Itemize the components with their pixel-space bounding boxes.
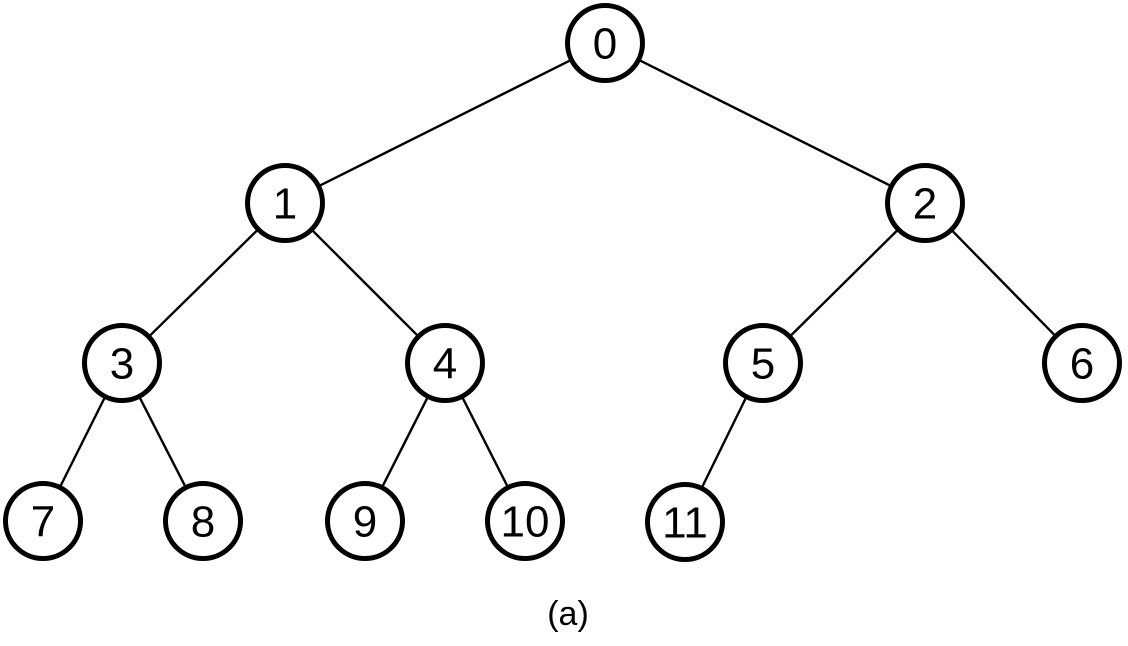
tree-node-10[interactable]: 10 <box>485 481 565 561</box>
tree-edge-2-6 <box>951 229 1056 337</box>
tree-edge-0-2 <box>638 59 892 187</box>
tree-node-2[interactable]: 2 <box>885 163 965 243</box>
tree-edge-3-8 <box>138 396 187 488</box>
node-label-6: 6 <box>1070 340 1094 389</box>
tree-node-8[interactable]: 8 <box>163 481 243 561</box>
node-circle-8 <box>163 481 243 561</box>
tree-edge-1-3 <box>148 229 259 337</box>
node-label-5: 5 <box>751 340 775 389</box>
edges-layer <box>59 59 1056 489</box>
node-circle-11 <box>645 482 725 562</box>
tree-edge-3-7 <box>59 396 106 488</box>
tree-node-6[interactable]: 6 <box>1042 323 1122 403</box>
node-label-10: 10 <box>501 498 550 547</box>
tree-node-7[interactable]: 7 <box>3 481 83 561</box>
node-circle-4 <box>405 323 485 403</box>
node-label-2: 2 <box>913 180 937 229</box>
node-circle-9 <box>325 481 405 561</box>
node-label-8: 8 <box>191 498 215 547</box>
nodes-layer: 0 1 2 3 4 5 6 7 8 9 10 11 <box>3 3 1122 562</box>
node-label-9: 9 <box>353 498 377 547</box>
tree-node-5[interactable]: 5 <box>723 323 803 403</box>
node-label-1: 1 <box>273 180 297 229</box>
node-circle-5 <box>723 323 803 403</box>
node-label-0: 0 <box>593 20 617 69</box>
tree-node-11[interactable]: 11 <box>645 482 725 562</box>
tree-node-3[interactable]: 3 <box>82 323 162 403</box>
node-circle-3 <box>82 323 162 403</box>
node-label-4: 4 <box>433 340 457 389</box>
node-circle-0 <box>565 3 645 83</box>
node-circle-2 <box>885 163 965 243</box>
tree-node-1[interactable]: 1 <box>245 163 325 243</box>
tree-edge-2-5 <box>789 229 899 337</box>
node-circle-10 <box>485 481 565 561</box>
tree-node-0[interactable]: 0 <box>565 3 645 83</box>
node-label-11: 11 <box>662 499 708 548</box>
tree-node-4[interactable]: 4 <box>405 323 485 403</box>
tree-edge-0-1 <box>318 59 572 187</box>
node-circle-6 <box>1042 323 1122 403</box>
tree-edge-5-11 <box>700 396 748 489</box>
tree-edge-4-9 <box>381 396 429 488</box>
tree-node-9[interactable]: 9 <box>325 481 405 561</box>
tree-edge-4-10 <box>461 396 509 488</box>
node-label-7: 7 <box>31 498 55 547</box>
tree-edge-1-4 <box>311 229 419 337</box>
node-circle-7 <box>3 481 83 561</box>
figure-caption: (a) <box>547 595 589 633</box>
node-label-3: 3 <box>110 340 134 389</box>
node-circle-1 <box>245 163 325 243</box>
